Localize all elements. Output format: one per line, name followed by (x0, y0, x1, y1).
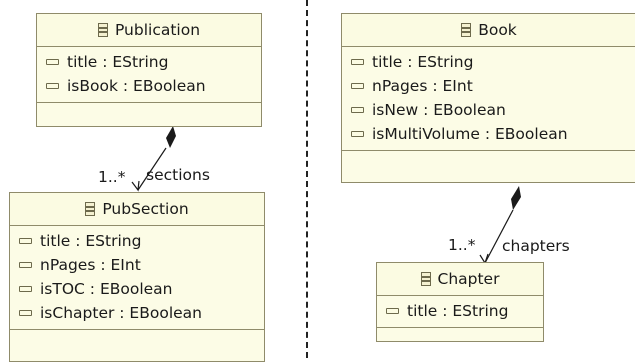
attribute-icon (351, 107, 364, 113)
book-operations (342, 151, 635, 163)
sections-multiplicity: 1..* (98, 168, 126, 186)
attribute-icon (46, 83, 59, 89)
chapters-role-label: chapters (502, 237, 570, 255)
publication-class-name: Publication (114, 21, 201, 39)
attribute-row[interactable]: isTOC : EBoolean (10, 277, 264, 301)
chapter-operations (377, 328, 543, 340)
attribute-label: title : EString (372, 53, 474, 71)
pubsection-class[interactable]: PubSection title : EString nPages : EInt… (9, 192, 265, 362)
attribute-row[interactable]: isNew : EBoolean (342, 98, 635, 122)
class-icon (461, 23, 472, 37)
pubsection-class-name: PubSection (102, 200, 189, 218)
chapter-class-header: Chapter (377, 263, 543, 296)
attribute-row[interactable]: isBook : EBoolean (37, 74, 261, 98)
attribute-icon (351, 131, 364, 137)
attribute-label: title : EString (407, 302, 509, 320)
class-icon (420, 272, 431, 286)
class-icon (97, 23, 108, 37)
pubsection-class-header: PubSection (10, 193, 264, 226)
sections-arrowhead (131, 180, 140, 192)
chapters-multiplicity: 1..* (448, 236, 476, 254)
sections-composition-diamond (166, 126, 176, 148)
attribute-row[interactable]: title : EString (342, 50, 635, 74)
attribute-row[interactable]: isChapter : EBoolean (10, 301, 264, 325)
attribute-icon (46, 59, 59, 65)
attribute-label: isMultiVolume : EBoolean (372, 125, 568, 143)
attribute-label: isNew : EBoolean (372, 101, 506, 119)
publication-class[interactable]: Publication title : EString isBook : EBo… (36, 13, 262, 127)
chapter-class-name: Chapter (437, 270, 500, 288)
attribute-row[interactable]: isMultiVolume : EBoolean (342, 122, 635, 146)
chapter-class[interactable]: Chapter title : EString (376, 262, 544, 342)
publication-attributes: title : EString isBook : EBoolean (37, 47, 261, 103)
attribute-icon (386, 308, 399, 314)
sections-association[interactable] (131, 126, 176, 192)
attribute-icon (351, 83, 364, 89)
attribute-label: isChapter : EBoolean (40, 304, 202, 322)
attribute-row[interactable]: nPages : EInt (10, 253, 264, 277)
class-icon (85, 202, 96, 216)
pubsection-attributes: title : EString nPages : EInt isTOC : EB… (10, 226, 264, 330)
attribute-label: title : EString (40, 232, 142, 250)
chapters-link-line (484, 209, 514, 264)
chapter-attributes: title : EString (377, 296, 543, 328)
attribute-label: nPages : EInt (372, 77, 473, 95)
attribute-label: title : EString (67, 53, 169, 71)
publication-class-header: Publication (37, 14, 261, 47)
book-class-name: Book (478, 21, 517, 39)
book-attributes: title : EString nPages : EInt isNew : EB… (342, 47, 635, 151)
attribute-label: isBook : EBoolean (67, 77, 206, 95)
publication-operations (37, 103, 261, 115)
attribute-label: isTOC : EBoolean (40, 280, 173, 298)
attribute-row[interactable]: nPages : EInt (342, 74, 635, 98)
diagram-separator (306, 0, 308, 358)
attribute-row[interactable]: title : EString (10, 229, 264, 253)
attribute-icon (19, 262, 32, 268)
attribute-label: nPages : EInt (40, 256, 141, 274)
attribute-row[interactable]: title : EString (37, 50, 261, 74)
book-class-header: Book (342, 14, 635, 47)
attribute-icon (19, 286, 32, 292)
sections-role-label: sections (146, 166, 210, 184)
chapters-composition-diamond (511, 186, 521, 210)
attribute-icon (19, 310, 32, 316)
book-class[interactable]: Book title : EString nPages : EInt isNew… (341, 13, 635, 183)
sections-link-line (137, 147, 167, 191)
attribute-row[interactable]: title : EString (377, 299, 543, 323)
attribute-icon (19, 238, 32, 244)
attribute-icon (351, 59, 364, 65)
